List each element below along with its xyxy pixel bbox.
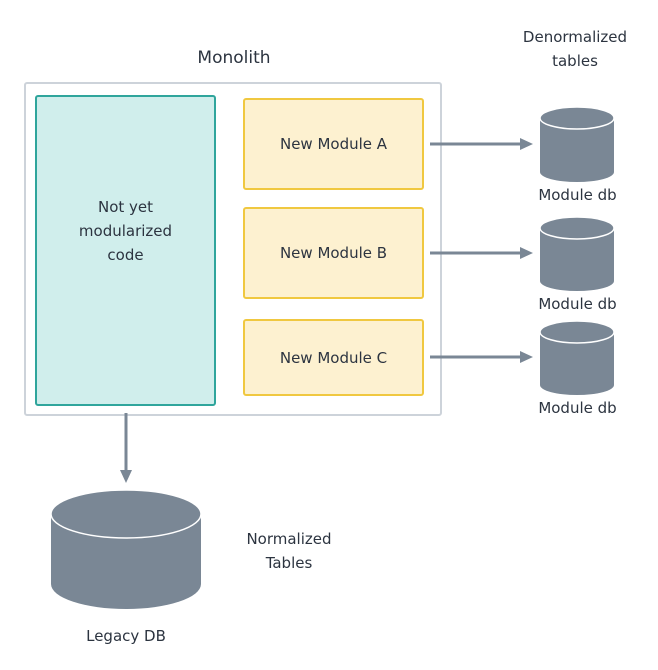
module-b-box: New Module B [243,207,424,299]
module-db-c-icon [539,320,615,395]
monolith-title: Monolith [197,48,271,68]
module-b-label: New Module B [279,244,388,262]
module-db-a-label: Module db [538,186,617,204]
module-a-label: New Module A [279,135,388,153]
arrowhead-module-b [520,247,533,259]
legacy-db-icon [50,489,202,609]
arrowhead-legacy-db [120,470,132,483]
module-db-c-label: Module db [538,399,617,417]
module-c-box: New Module C [243,319,424,396]
module-db-b-label: Module db [538,295,617,313]
denormalized-tables-label: Denormalized tables [522,28,628,70]
legacy-code-box: Not yet modularized code [35,95,216,406]
module-db-a-icon [539,106,615,182]
module-c-label: New Module C [279,348,388,367]
arrowhead-module-a [520,138,533,150]
normalized-tables-label: Normalized Tables [246,530,332,572]
module-a-box: New Module A [243,98,424,190]
legacy-db-label: Legacy DB [86,627,166,645]
arrowhead-module-c [520,351,533,363]
module-db-b-icon [539,216,615,291]
